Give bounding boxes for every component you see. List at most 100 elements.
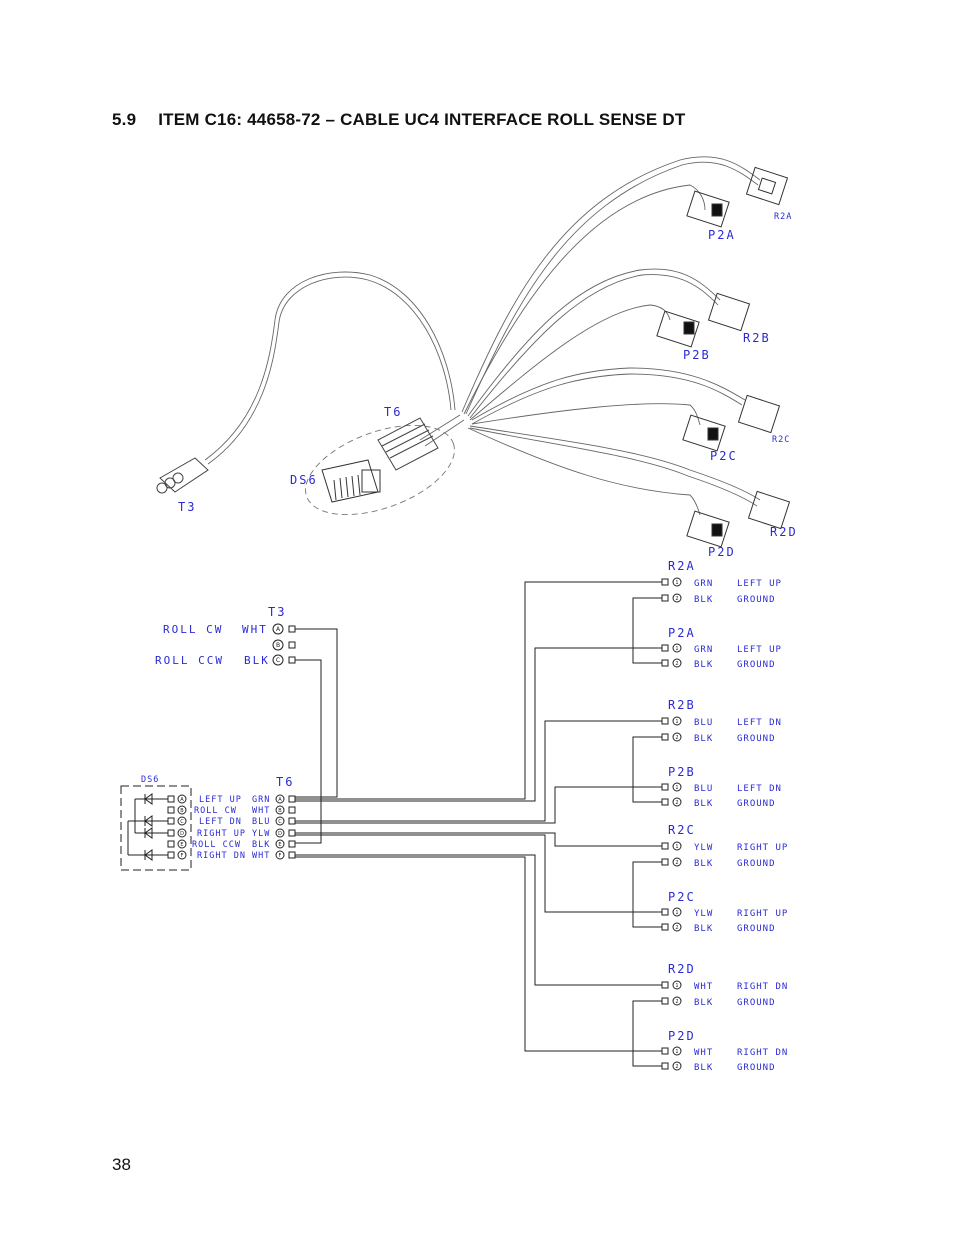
r2a-pin-2: 2 xyxy=(675,596,678,602)
p2d-signal-2: GROUND xyxy=(737,1063,776,1073)
ds6-title: DS6 xyxy=(141,775,159,785)
p2c-pin-1: 1 xyxy=(675,910,678,916)
ds6-signal-e: ROLL CCW xyxy=(192,840,241,850)
t6-wire-d: YLW xyxy=(252,829,270,839)
ds6-pin-a: A xyxy=(180,797,184,803)
t6-pin-f: F xyxy=(279,853,282,859)
ds6-pin-b: B xyxy=(180,808,184,814)
t6-connector-drawing xyxy=(377,417,439,471)
r2b-signal-1: LEFT DN xyxy=(737,718,782,728)
r2a-title: R2A xyxy=(668,559,696,573)
r2b-pin-1: 1 xyxy=(675,719,678,725)
label-r2a: R2A xyxy=(774,212,792,222)
r2d-wire-2: BLK xyxy=(694,998,713,1008)
t3-signal-c: ROLL CCW xyxy=(155,654,224,667)
ds6-pin-d: D xyxy=(180,831,184,837)
t6-wire-b: WHT xyxy=(252,806,270,816)
p2c-wire-1: YLW xyxy=(694,909,713,919)
r2c-pin-1: 1 xyxy=(675,844,678,850)
p2d-title: P2D xyxy=(668,1029,696,1043)
t6-pin-a: A xyxy=(278,797,282,803)
t6-wire-f: WHT xyxy=(252,851,270,861)
section-heading: 5.9 ITEM C16: 44658-72 – CABLE UC4 INTERF… xyxy=(112,110,685,130)
t3-wire-a: WHT xyxy=(242,623,268,636)
label-t6: T6 xyxy=(384,405,402,419)
r2c-signal-2: GROUND xyxy=(737,859,776,869)
p2b-wire-2: BLK xyxy=(694,799,713,809)
p2c-wire-2: BLK xyxy=(694,924,713,934)
t3-title: T3 xyxy=(268,605,286,619)
label-p2b: P2B xyxy=(683,348,711,362)
ds6-signal-d: RIGHT UP xyxy=(197,829,246,839)
p2c-title: P2C xyxy=(668,890,696,904)
t6-wire-c: BLU xyxy=(252,817,270,827)
r2c-wire-2: BLK xyxy=(694,859,713,869)
t3-connector-drawing xyxy=(156,457,209,494)
t6-pin-e: E xyxy=(278,842,281,848)
p2b-wire-1: BLU xyxy=(694,784,713,794)
ds6-pin-e: E xyxy=(180,842,183,848)
ds6-signal-c: LEFT DN xyxy=(199,817,242,827)
connector-r2d: R2D 1 2 WHT BLK RIGHT DN GROUND xyxy=(661,962,788,1008)
r2d-pin-1: 1 xyxy=(675,983,678,989)
p2a-pin-1: 1 xyxy=(675,646,678,652)
r2d-title: R2D xyxy=(668,962,696,976)
p2a-pin-2: 2 xyxy=(675,661,678,667)
p2a-signal-2: GROUND xyxy=(737,660,776,670)
label-p2d: P2D xyxy=(708,545,736,559)
p2a-wire-1: GRN xyxy=(694,645,713,655)
p2c-pin-2: 2 xyxy=(675,925,678,931)
schematic-wiring xyxy=(295,581,662,1067)
section-number: 5.9 xyxy=(112,110,137,129)
p2b-title: P2B xyxy=(668,765,696,779)
ds6-signal-b: ROLL CW xyxy=(194,806,237,816)
r2b-title: R2B xyxy=(668,698,696,712)
r2a-signal-2: GROUND xyxy=(737,595,776,605)
p2b-pin-1: 1 xyxy=(675,785,678,791)
t3-pin-c: C xyxy=(276,657,280,664)
connector-r2b: R2B 1 2 BLU BLK LEFT DN GROUND xyxy=(661,698,782,744)
r2b-pin-2: 2 xyxy=(675,735,678,741)
label-r2c: R2C xyxy=(772,435,790,445)
r2d-signal-2: GROUND xyxy=(737,998,776,1008)
t3-pin-b: B xyxy=(276,642,280,649)
ds6-pin-f: F xyxy=(181,853,184,859)
t3-pin-a: A xyxy=(276,626,281,633)
label-t3: T3 xyxy=(178,500,196,514)
r2a-signal-1: LEFT UP xyxy=(737,579,782,589)
section-title: ITEM C16: 44658-72 – CABLE UC4 INTERFACE… xyxy=(158,110,686,129)
r2d-wire-1: WHT xyxy=(694,982,713,992)
r2c-title: R2C xyxy=(668,823,696,837)
t3-signal-a: ROLL CW xyxy=(163,623,223,636)
t6-pin-c: C xyxy=(278,819,282,825)
ds6-t6-schematic: DS6 T6 A B C D E xyxy=(120,775,296,871)
t6-wire-a: GRN xyxy=(252,795,270,805)
p2b-signal-2: GROUND xyxy=(737,799,776,809)
p2d-wire-2: BLK xyxy=(694,1063,713,1073)
r2d-pin-2: 2 xyxy=(675,999,678,1005)
r2c-signal-1: RIGHT UP xyxy=(737,843,788,853)
r2b-wire-2: BLK xyxy=(694,734,713,744)
p2d-pin-1: 1 xyxy=(675,1049,678,1055)
page-number: 38 xyxy=(112,1155,131,1174)
p2a-wire-2: BLK xyxy=(694,660,713,670)
label-p2c: P2C xyxy=(710,449,738,463)
ds6-connector-drawing xyxy=(321,459,381,503)
p2a-title: P2A xyxy=(668,626,696,640)
r2d-signal-1: RIGHT DN xyxy=(737,982,788,992)
p2d-pin-2: 2 xyxy=(675,1064,678,1070)
r2b-signal-2: GROUND xyxy=(737,734,776,744)
r2c-pin-2: 2 xyxy=(675,860,678,866)
r2b-wire-1: BLU xyxy=(694,718,713,728)
label-r2b: R2B xyxy=(743,331,771,345)
t6-wire-e: BLK xyxy=(252,840,270,850)
ds6-signal-a: LEFT UP xyxy=(199,795,242,805)
label-p2a: P2A xyxy=(708,228,736,242)
end-connectors-drawing xyxy=(656,166,791,548)
